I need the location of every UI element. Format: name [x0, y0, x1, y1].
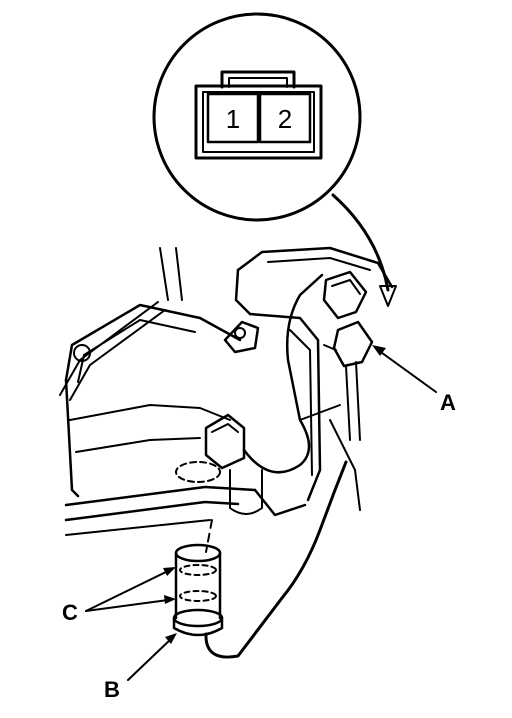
zoom-circle	[152, 12, 362, 222]
callout-label-a: A	[440, 390, 456, 415]
zoom-pointer-arrow	[331, 193, 390, 292]
thermistor-sensor-b	[172, 460, 348, 659]
pin-2-label: 2	[278, 104, 292, 134]
callout-label-b: B	[104, 677, 120, 702]
pin-1-label: 1	[226, 104, 240, 134]
connector-face: 1 2	[194, 70, 323, 160]
callout-arrows	[85, 345, 437, 681]
pin-2-cavity	[258, 92, 312, 144]
callout-label-c: C	[62, 600, 78, 625]
pin-1-cavity	[206, 92, 260, 144]
connector-a	[322, 270, 374, 441]
connector-zoom-view: 1 2	[152, 12, 397, 307]
heater-housing	[59, 246, 394, 536]
